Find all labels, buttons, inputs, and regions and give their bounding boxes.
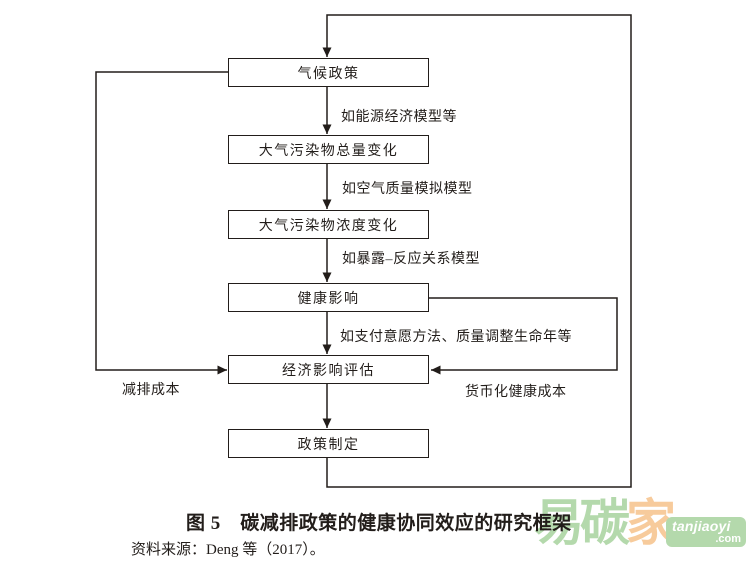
figure-caption: 图 5 碳减排政策的健康协同效应的研究框架 xyxy=(186,513,572,534)
edge-label-willingness-to-pay: 如支付意愿方法、质量调整生命年等 xyxy=(340,330,572,345)
flow-node-health-impact: 健康影响 xyxy=(228,283,429,312)
edge-label-exposure-response-model: 如暴露–反应关系模型 xyxy=(342,252,480,267)
flow-node-economic-impact-assessment: 经济影响评估 xyxy=(228,355,429,384)
flow-node-policy-making: 政策制定 xyxy=(228,429,429,458)
arrow-abatement-cost-loop xyxy=(95,71,228,375)
edge-label-energy-economic-model: 如能源经济模型等 xyxy=(341,110,457,125)
edge-label-monetized-health-cost: 货币化健康成本 xyxy=(465,385,567,400)
watermark-domain-name: tanjiaoyi xyxy=(672,517,731,534)
edge-label-abatement-cost: 减排成本 xyxy=(122,383,180,398)
flow-node-pollutant-concentration-change: 大气污染物浓度变化 xyxy=(228,210,429,239)
watermark-char-tan: 碳 xyxy=(580,495,630,551)
arrow-monetized-health-cost-loop xyxy=(429,297,618,375)
watermark-domain-badge: tanjiaoyi .com xyxy=(666,517,746,547)
edge-label-air-quality-model: 如空气质量模拟模型 xyxy=(342,182,473,197)
arrow-policy-feedback-loop xyxy=(322,14,632,488)
flow-node-climate-policy: 气候政策 xyxy=(228,58,429,87)
watermark-logo: 易 碳 家 tanjiaoyi .com xyxy=(534,491,747,563)
watermark-domain-tld: .com xyxy=(715,532,741,545)
flow-node-pollutant-total-change: 大气污染物总量变化 xyxy=(228,135,429,164)
watermark-char-yi: 易 xyxy=(534,495,584,551)
source-note: 资料来源：Deng 等（2017）。 xyxy=(131,542,325,558)
